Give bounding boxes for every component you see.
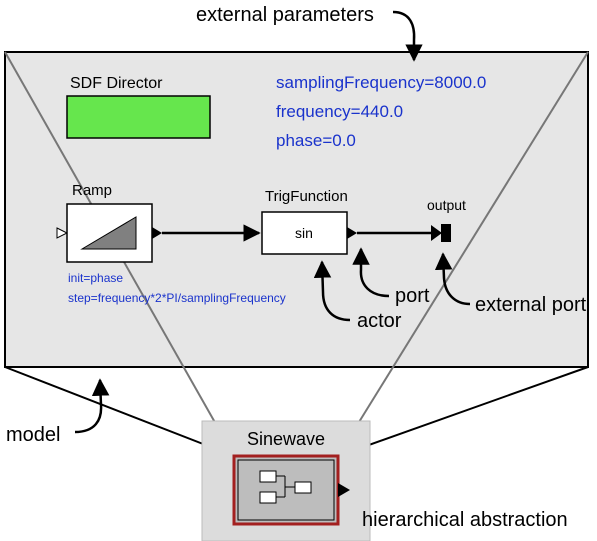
projection-line-right-outer: [337, 51, 589, 457]
hierarchy-icon: [259, 470, 312, 504]
composite-actor-inner: [237, 459, 335, 521]
external-output-port-tip: [431, 225, 442, 241]
ramp-icon: [80, 216, 137, 250]
annotation-external-port: external port: [475, 294, 587, 316]
annotation-actor: actor: [357, 310, 402, 332]
annotation-model: model: [6, 424, 60, 446]
parameter-frequency[interactable]: frequency=440.0: [276, 102, 403, 121]
ramp-output-port[interactable]: [152, 227, 162, 239]
composite-label: Sinewave: [247, 429, 325, 449]
ramp-param-init: init=phase: [68, 271, 123, 285]
ramp-param-step: step=frequency*2*PI/samplingFrequency: [68, 291, 286, 305]
sdf-director[interactable]: [66, 95, 211, 139]
output-port-label: output: [427, 197, 466, 213]
trig-function-actor[interactable]: [261, 211, 348, 255]
model-arrow: [74, 378, 110, 434]
composite-output-port[interactable]: [338, 483, 350, 497]
external-output-port-body[interactable]: [441, 224, 451, 242]
actor-arrow: [313, 260, 351, 322]
ramp-trigger-port[interactable]: [56, 227, 69, 239]
annotation-hierarchical-abstraction: hierarchical abstraction: [362, 509, 568, 531]
parameter-phase[interactable]: phase=0.0: [276, 131, 356, 150]
annotation-external-parameters: external parameters: [196, 4, 374, 26]
projection-line-left-inner: [4, 366, 235, 457]
annotation-port: port: [395, 285, 430, 307]
external-port-arrow: [434, 252, 471, 306]
ramp-label: Ramp: [72, 182, 112, 199]
trig-function-name: sin: [295, 225, 313, 241]
port-arrow: [352, 247, 390, 298]
trig-function-label: TrigFunction: [265, 188, 348, 205]
projection-line-right-inner: [337, 366, 589, 457]
external-parameters-arrow: [392, 10, 423, 62]
director-label: SDF Director: [70, 75, 163, 92]
trig-output-port[interactable]: [347, 227, 357, 239]
composite-actor[interactable]: [232, 454, 340, 526]
parameter-sampling-frequency[interactable]: samplingFrequency=8000.0: [276, 73, 486, 92]
